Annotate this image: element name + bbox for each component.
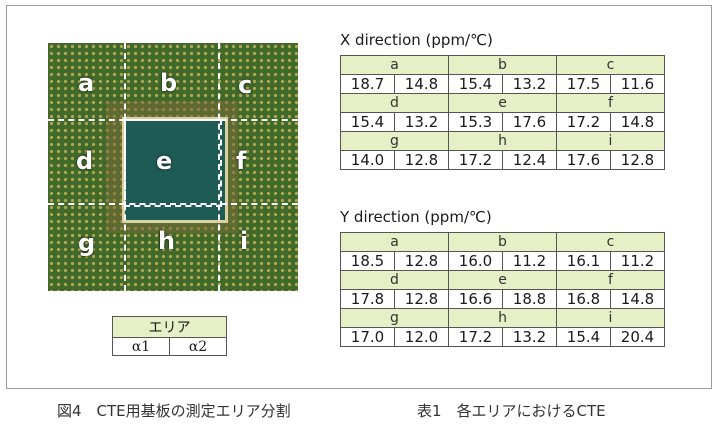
y-i-alpha1: 15.4 bbox=[556, 327, 611, 347]
x-area-e: e bbox=[448, 93, 557, 113]
divider-v2 bbox=[218, 43, 220, 291]
y-i-alpha2: 20.4 bbox=[610, 327, 665, 347]
area-label-i: i bbox=[240, 227, 249, 255]
x-d-alpha2: 13.2 bbox=[394, 112, 449, 132]
y-area-e: e bbox=[448, 270, 557, 290]
y-a-alpha2: 12.8 bbox=[394, 251, 449, 271]
x-area-c: c bbox=[556, 55, 665, 75]
y-b-alpha2: 11.2 bbox=[502, 251, 557, 271]
x-h-alpha2: 12.4 bbox=[502, 150, 557, 170]
y-b-alpha1: 16.0 bbox=[448, 251, 503, 271]
x-h-alpha1: 17.2 bbox=[448, 150, 503, 170]
x-d-alpha1: 15.4 bbox=[340, 112, 395, 132]
y-h-alpha1: 17.2 bbox=[448, 327, 503, 347]
area-label-e: e bbox=[156, 147, 173, 175]
table-caption: 表1 各エリアにおけるCTE bbox=[417, 402, 606, 420]
x-c-alpha2: 11.6 bbox=[610, 74, 665, 94]
area-label-g: g bbox=[78, 229, 96, 257]
x-e-alpha2: 17.6 bbox=[502, 112, 557, 132]
y-area-g: g bbox=[340, 308, 449, 328]
alpha2-cell: α2 bbox=[169, 337, 227, 356]
x-g-alpha1: 14.0 bbox=[340, 150, 395, 170]
y-f-alpha1: 16.8 bbox=[556, 289, 611, 309]
x-f-alpha2: 14.8 bbox=[610, 112, 665, 132]
substrate-photo: a b c d e f g h i bbox=[48, 43, 298, 291]
y-f-alpha2: 14.8 bbox=[610, 289, 665, 309]
x-area-g: g bbox=[340, 131, 449, 151]
y-h-alpha2: 13.2 bbox=[502, 327, 557, 347]
x-a-alpha1: 18.7 bbox=[340, 74, 395, 94]
area-label-c: c bbox=[238, 71, 253, 99]
y-area-i: i bbox=[556, 308, 665, 328]
y-cte-table: a b c 18.5 12.8 16.0 11.2 16.1 11.2 d e … bbox=[340, 232, 665, 347]
x-i-alpha2: 12.8 bbox=[610, 150, 665, 170]
y-a-alpha1: 18.5 bbox=[340, 251, 395, 271]
x-i-alpha1: 17.6 bbox=[556, 150, 611, 170]
y-table-title: Y direction (ppm/℃) bbox=[340, 208, 492, 226]
area-label-b: b bbox=[160, 69, 178, 97]
alpha1-cell: α1 bbox=[112, 337, 170, 356]
area-label-a: a bbox=[78, 69, 95, 97]
x-c-alpha1: 17.5 bbox=[556, 74, 611, 94]
y-g-alpha2: 12.0 bbox=[394, 327, 449, 347]
x-area-d: d bbox=[340, 93, 449, 113]
y-c-alpha2: 11.2 bbox=[610, 251, 665, 271]
y-area-c: c bbox=[556, 232, 665, 252]
y-area-d: d bbox=[340, 270, 449, 290]
area-label-d: d bbox=[76, 147, 94, 175]
y-e-alpha1: 16.6 bbox=[448, 289, 503, 309]
x-a-alpha2: 14.8 bbox=[394, 74, 449, 94]
x-table-title: X direction (ppm/℃) bbox=[340, 31, 493, 49]
x-area-h: h bbox=[448, 131, 557, 151]
y-e-alpha2: 18.8 bbox=[502, 289, 557, 309]
y-area-b: b bbox=[448, 232, 557, 252]
alpha-table: エリア α1 α2 bbox=[112, 316, 227, 356]
y-area-f: f bbox=[556, 270, 665, 290]
alpha-header: エリア bbox=[112, 316, 227, 338]
x-area-i: i bbox=[556, 131, 665, 151]
y-d-alpha1: 17.8 bbox=[340, 289, 395, 309]
x-area-b: b bbox=[448, 55, 557, 75]
area-label-h: h bbox=[158, 227, 176, 255]
x-b-alpha2: 13.2 bbox=[502, 74, 557, 94]
y-d-alpha2: 12.8 bbox=[394, 289, 449, 309]
x-area-a: a bbox=[340, 55, 449, 75]
x-f-alpha1: 17.2 bbox=[556, 112, 611, 132]
x-g-alpha2: 12.8 bbox=[394, 150, 449, 170]
divider-h2 bbox=[48, 203, 298, 205]
area-label-f: f bbox=[236, 147, 247, 175]
y-area-h: h bbox=[448, 308, 557, 328]
y-g-alpha1: 17.0 bbox=[340, 327, 395, 347]
y-area-a: a bbox=[340, 232, 449, 252]
x-area-f: f bbox=[556, 93, 665, 113]
die-outline bbox=[124, 119, 222, 207]
x-cte-table: a b c 18.7 14.8 15.4 13.2 17.5 11.6 d e … bbox=[340, 55, 665, 170]
figure-caption: 図4 CTE用基板の測定エリア分割 bbox=[57, 402, 291, 420]
y-c-alpha1: 16.1 bbox=[556, 251, 611, 271]
x-b-alpha1: 15.4 bbox=[448, 74, 503, 94]
x-e-alpha1: 15.3 bbox=[448, 112, 503, 132]
